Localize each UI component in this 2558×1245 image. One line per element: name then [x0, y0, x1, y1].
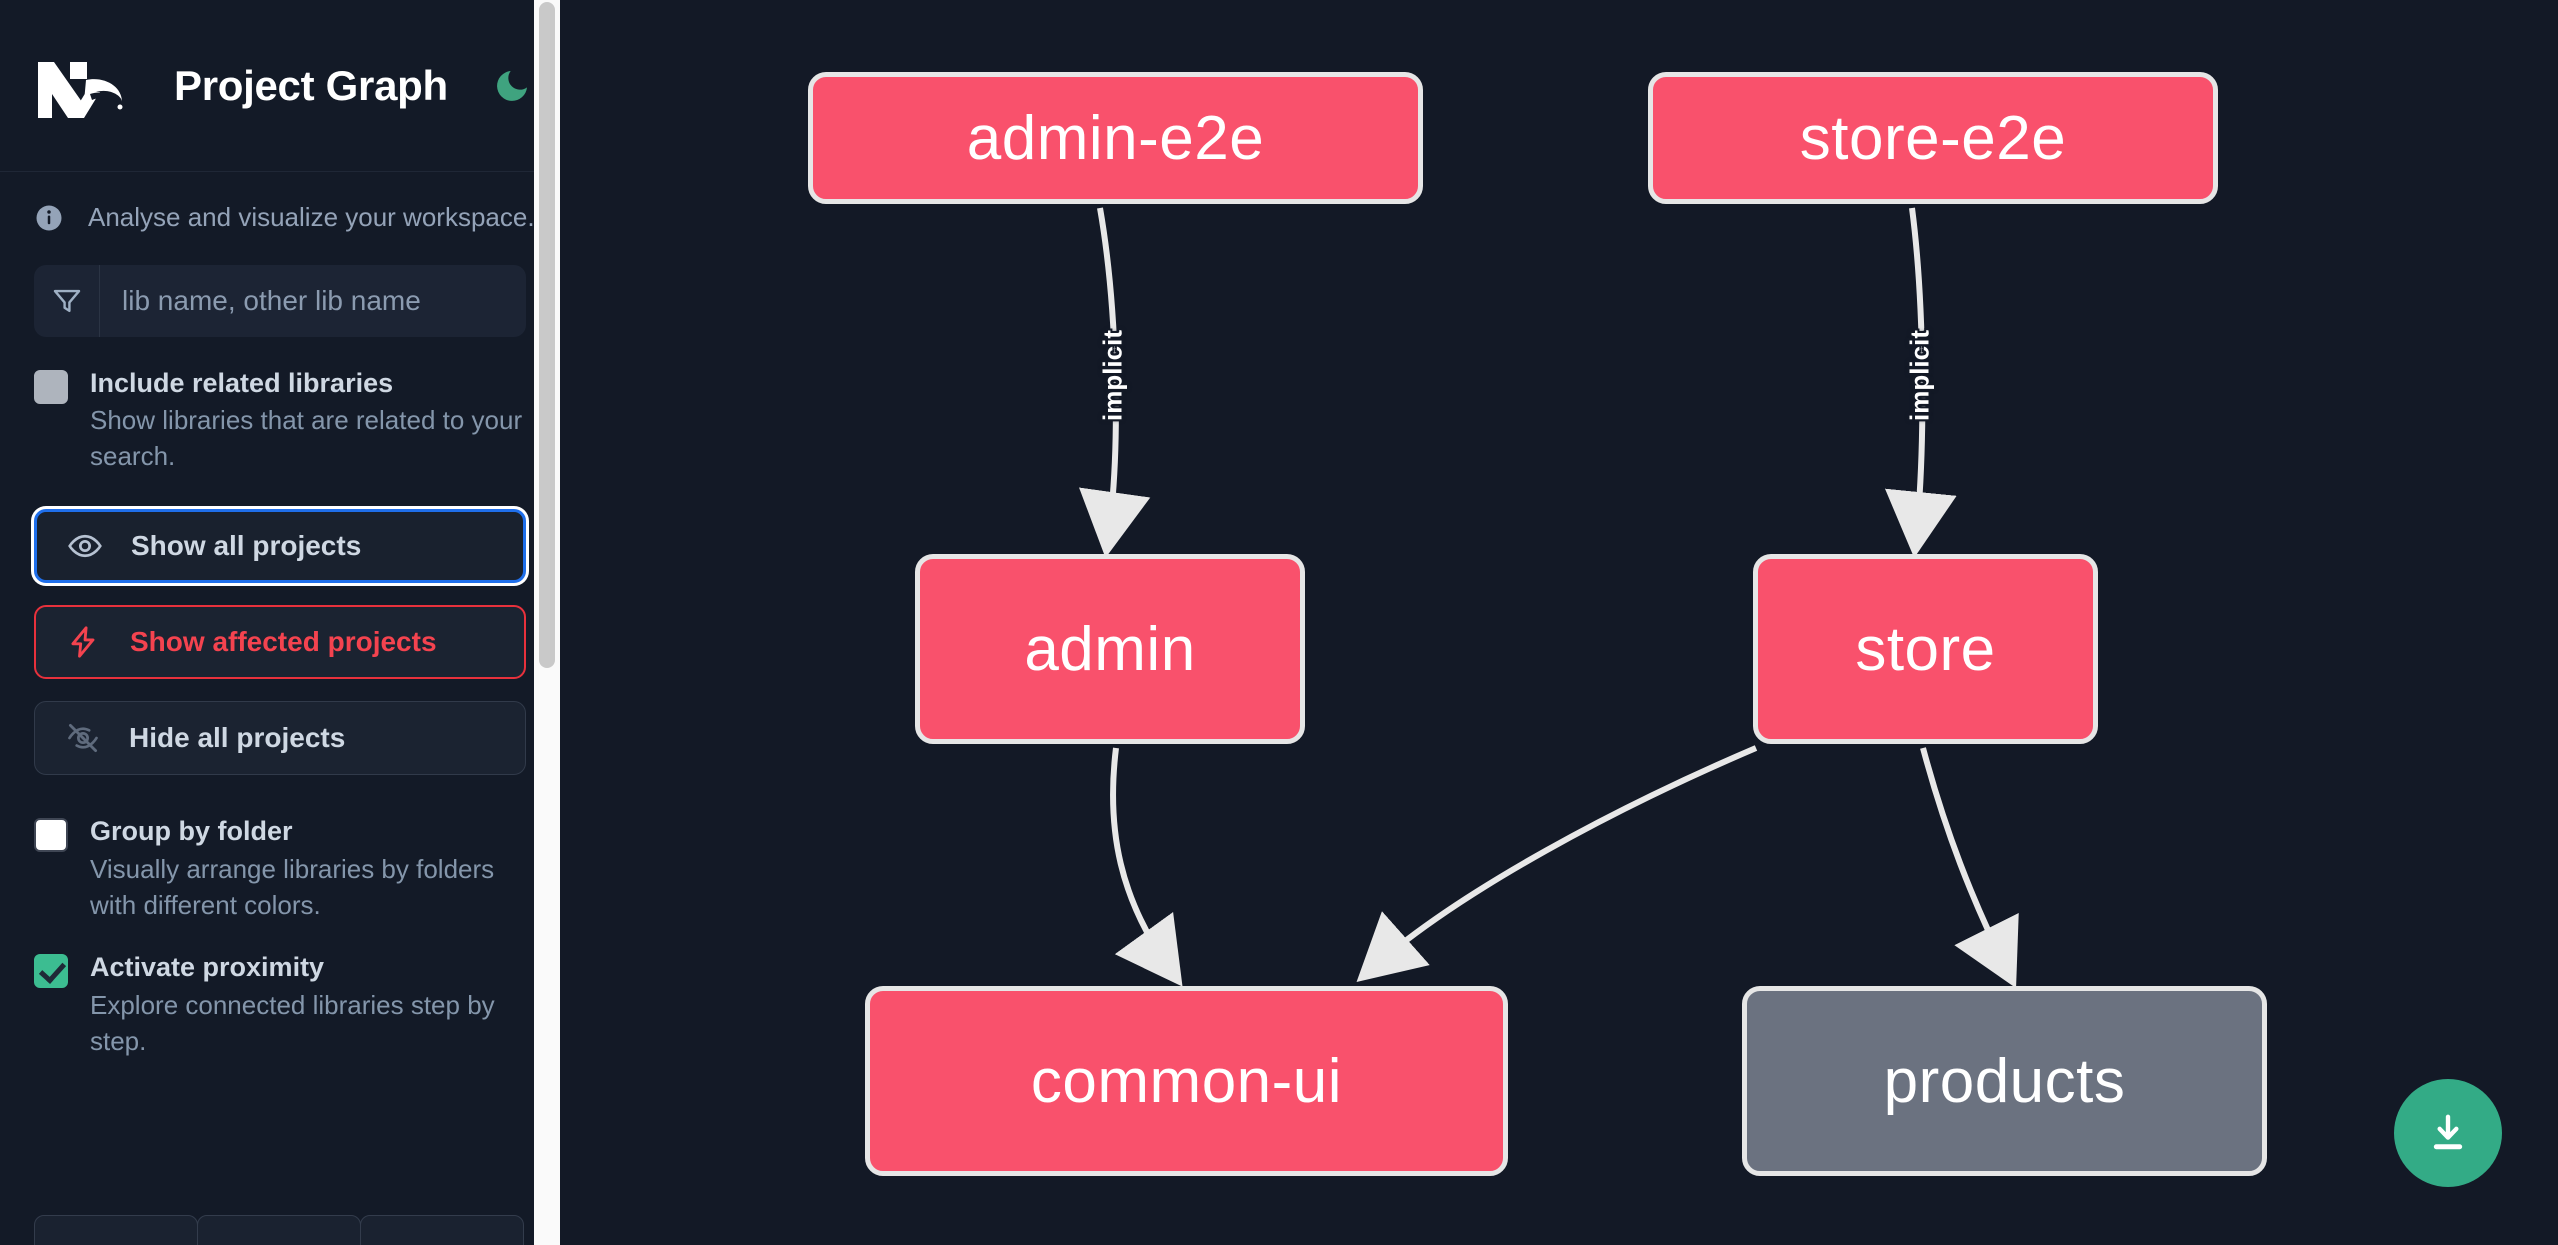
sidebar-tagline-text: Analyse and visualize your workspace.: [88, 202, 535, 232]
graph-node-label: products: [1883, 1046, 2126, 1116]
sidebar: Project Graph Analyse and visualize your…: [0, 0, 560, 1245]
group-by-folder-description: Visually arrange libraries by folders wi…: [90, 853, 495, 920]
info-icon: [34, 203, 64, 233]
graph-node-label: common-ui: [1030, 1046, 1343, 1116]
activate-proximity-label: Activate proximity: [90, 952, 325, 983]
edge-admin-common-ui: [1109, 747, 1183, 987]
include-related-libraries-description: Show libraries that are related to your …: [90, 405, 523, 472]
eye-off-icon: [63, 718, 103, 758]
graph-node-label: admin-e2e: [966, 103, 1265, 173]
hide-all-projects-label: Hide all projects: [129, 722, 346, 754]
show-affected-projects-label: Show affected projects: [130, 626, 437, 658]
include-related-libraries-checkbox[interactable]: [34, 370, 68, 404]
graph-node-store-e2e[interactable]: store-e2e: [1648, 72, 2218, 204]
graph-node-label: admin: [1024, 614, 1196, 684]
show-all-projects-button[interactable]: Show all projects: [34, 509, 526, 584]
hide-all-projects-button[interactable]: Hide all projects: [34, 701, 526, 776]
graph-node-label: store: [1855, 614, 1996, 684]
graph-node-admin[interactable]: admin: [915, 554, 1305, 744]
include-related-libraries-label: Include related libraries: [90, 368, 394, 398]
search-section: [0, 259, 560, 337]
graph-node-label: store-e2e: [1799, 103, 2067, 173]
show-affected-projects-button[interactable]: Show affected projects: [34, 605, 526, 680]
sidebar-scrollbar-track[interactable]: [534, 0, 560, 1245]
group-by-folder-checkbox[interactable]: [34, 818, 68, 853]
bottom-button-group-item[interactable]: [360, 1215, 524, 1245]
graph-node-store[interactable]: store: [1753, 554, 2098, 744]
search-box[interactable]: [34, 265, 526, 337]
group-by-folder-label: Group by folder: [90, 816, 293, 847]
sidebar-header: Project Graph: [0, 0, 560, 172]
lightning-bolt-icon: [64, 622, 104, 662]
bottom-button-group-item[interactable]: [34, 1215, 198, 1245]
bottom-button-group[interactable]: [34, 1215, 524, 1245]
filter-icon[interactable]: [34, 265, 100, 337]
project-visibility-buttons: Show all projects Show affected projects: [0, 475, 560, 776]
search-input[interactable]: [100, 265, 526, 337]
option-include-related-libraries[interactable]: Include related libraries Show libraries…: [0, 337, 560, 475]
download-graph-button[interactable]: [2394, 1079, 2502, 1187]
activate-proximity-checkbox[interactable]: [34, 954, 68, 989]
eye-icon: [65, 526, 105, 566]
graph-node-admin-e2e[interactable]: admin-e2e: [808, 72, 1423, 204]
page-title: Project Graph: [174, 61, 448, 109]
option-group-by-folder[interactable]: Group by folder Visually arrange librari…: [0, 775, 560, 923]
graph-node-common-ui[interactable]: common-ui: [865, 986, 1508, 1176]
edge-store-common-ui: [1356, 745, 1758, 982]
graph-node-products[interactable]: products: [1742, 986, 2267, 1176]
moon-icon[interactable]: [492, 60, 532, 112]
sidebar-scrollbar-thumb[interactable]: [539, 2, 555, 668]
edge-store-e2e-store: [1884, 207, 1957, 558]
bottom-button-group-item[interactable]: [197, 1215, 361, 1245]
graph-canvas[interactable]: admin-e2e store-e2e admin store common-u…: [560, 0, 2558, 1245]
nx-logo-icon: [34, 52, 130, 120]
download-icon: [2433, 1114, 2463, 1150]
graph-edges: [1078, 207, 2019, 989]
show-all-projects-label: Show all projects: [131, 530, 362, 562]
sidebar-tagline: Analyse and visualize your workspace.: [0, 172, 560, 259]
option-activate-proximity[interactable]: Activate proximity Explore connected lib…: [0, 923, 560, 1059]
activate-proximity-description: Explore connected libraries step by step…: [90, 989, 495, 1056]
edge-store-products: [1920, 747, 2019, 989]
edge-admin-e2e-admin: [1078, 207, 1151, 558]
